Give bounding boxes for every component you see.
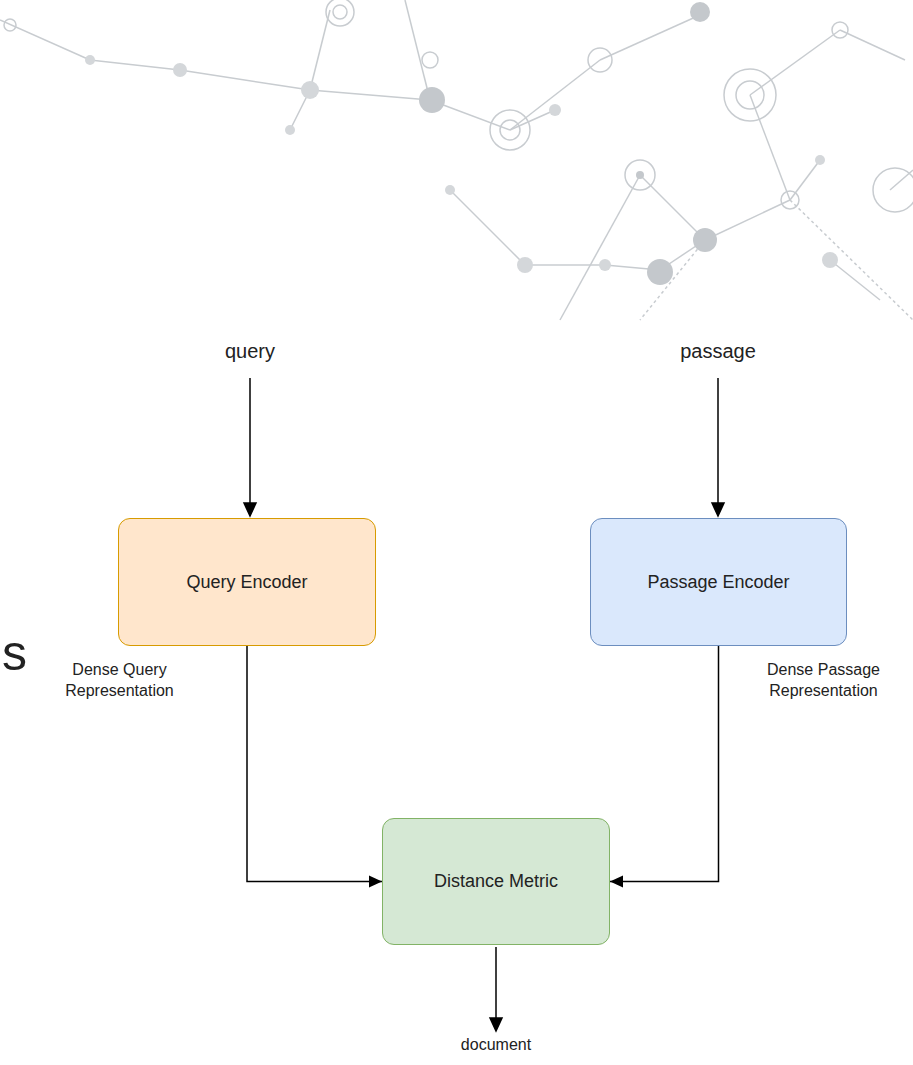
text-holder: Passage Encoder [637, 566, 799, 599]
connector [247, 646, 382, 888]
input-label: query [225, 340, 275, 363]
text-fragment: s [2, 624, 27, 682]
encoder-box: Passage Encoder [590, 518, 847, 646]
input-label: passage [680, 340, 756, 363]
input-arrows [244, 378, 724, 1031]
text-holder: Distance Metric [424, 865, 568, 898]
box-text: Distance Metric [424, 865, 568, 898]
edge-label: Dense Query Representation [32, 660, 207, 702]
output-label: document [461, 1036, 531, 1054]
network-lines [0, 0, 913, 320]
connector [610, 646, 719, 888]
text-holder: Query Encoder [176, 566, 317, 599]
encoder-box: Query Encoder [118, 518, 376, 646]
box-text: Query Encoder [176, 566, 317, 599]
network-dots [4, 0, 913, 285]
box-text: Passage Encoder [637, 566, 799, 599]
edge-label: Dense Passage Representation [739, 660, 909, 702]
metric-box: Distance Metric [382, 818, 610, 945]
